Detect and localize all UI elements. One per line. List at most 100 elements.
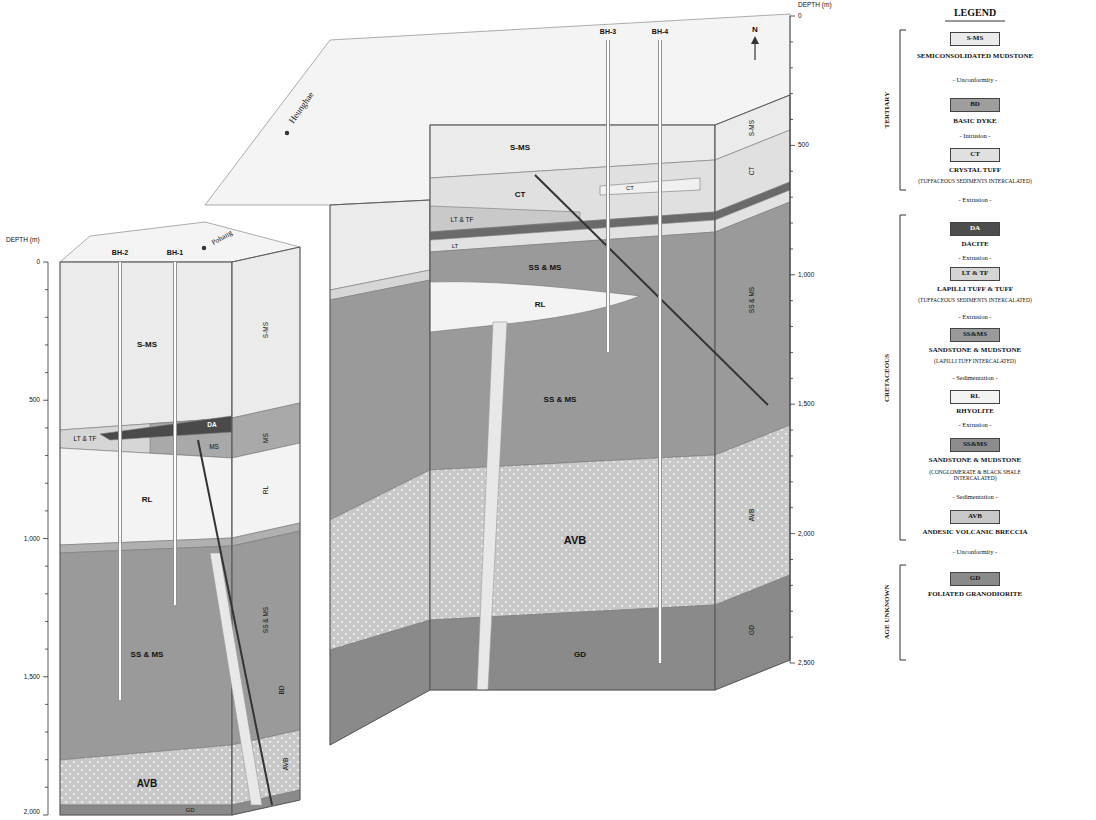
- depth-axis: [45, 704, 48, 705]
- age-label: TERTIARY: [884, 92, 892, 128]
- swatch-code: GD: [970, 575, 981, 583]
- unit-label: S-MS: [137, 341, 157, 350]
- swatch-code: BD: [970, 101, 980, 109]
- depth-axis: [790, 326, 793, 327]
- depth-tick: 2,500: [798, 659, 814, 666]
- north-arrow-label: N: [752, 26, 758, 35]
- depth-axis: [790, 507, 793, 508]
- borehole-line: [658, 40, 662, 663]
- unit-label: CT: [515, 191, 526, 200]
- pohang-block: [60, 745, 232, 805]
- unit-label: S-MS: [748, 120, 755, 136]
- legend-text: FOLIATED GRANODIORITE: [905, 591, 1045, 599]
- pohang-block: [60, 222, 300, 815]
- depth-axis: [43, 400, 48, 401]
- borehole-name: BH-2: [112, 249, 128, 257]
- unit-label: S-MS: [262, 322, 269, 338]
- legend-text: DACITE: [905, 241, 1045, 249]
- north-arrow: [751, 36, 759, 44]
- unit-label: LT & TF: [74, 435, 97, 442]
- depth-axis: [790, 145, 795, 146]
- depth-tick: 1,000: [798, 271, 814, 278]
- town-dot: [202, 246, 206, 250]
- unit-label: LT & TF: [451, 216, 474, 223]
- unit-label: AVB: [282, 757, 289, 772]
- depth-axis: [45, 566, 48, 567]
- unit-label: SS & MS: [748, 287, 755, 313]
- unit-label: BD: [278, 685, 285, 694]
- depth-axis: [790, 171, 793, 172]
- unit-note: (LAPILLI TUFF INTERCALATED): [910, 358, 1040, 364]
- swatch-code: S-MS: [967, 35, 984, 43]
- depth-axis: [790, 404, 795, 405]
- depth-axis: [45, 317, 48, 318]
- borehole-line: [607, 40, 609, 352]
- unit-label: SS & MS: [544, 396, 577, 405]
- unit-label: CT: [626, 185, 634, 192]
- age-relation: - Unconformity -: [910, 76, 1040, 83]
- unit-label: DA: [207, 421, 216, 428]
- unit-label: SS & MS: [131, 651, 164, 660]
- unit-note: (TUFFACEOUS SEDIMENTS INTERCALATED): [910, 297, 1040, 303]
- heunghae-block: [205, 14, 790, 745]
- depth-axis: [45, 455, 48, 456]
- age-relation: - Sedimentation -: [910, 374, 1040, 381]
- unit-label: AVB: [136, 778, 158, 789]
- depth-axis: [790, 378, 793, 379]
- depth-axis: [790, 430, 793, 431]
- age-relation: - Extrusion -: [910, 196, 1040, 203]
- age-label: CRETACEOUS: [884, 354, 892, 402]
- legend-bracket: [900, 565, 906, 660]
- age-relation: - Extrusion -: [910, 421, 1040, 428]
- depth-axis: [790, 455, 793, 456]
- pohang-block: [232, 443, 300, 538]
- depth-tick: 1,000: [24, 535, 40, 542]
- borehole-line: [173, 262, 177, 605]
- swatch-code: LT & TF: [962, 270, 989, 278]
- depth-tick: 1,500: [798, 401, 814, 408]
- unit-label: AVB: [748, 508, 755, 523]
- pohang-block: [60, 448, 232, 545]
- unit-label: GD: [186, 807, 195, 814]
- legend-text: CRYSTAL TUFF: [905, 167, 1045, 175]
- depth-tick: 2,000: [798, 530, 814, 537]
- depth-axis: [43, 262, 48, 815]
- depth-axis: [45, 787, 48, 788]
- depth-axis: [45, 759, 48, 760]
- depth-axis: [790, 223, 793, 224]
- legend-text: SANDSTONE & MUDSTONE: [905, 457, 1045, 465]
- heunghae-block: [430, 605, 715, 690]
- depth-axis: [790, 585, 793, 586]
- pohang-block: [198, 440, 272, 805]
- depth-axis: [45, 344, 48, 345]
- depth-axis: [790, 93, 793, 94]
- swatch-code: SS&MS: [963, 331, 987, 339]
- depth-axis: [45, 483, 48, 484]
- heunghae-block: [715, 425, 790, 605]
- unit-label: AVB: [563, 534, 587, 546]
- heunghae-block: [330, 620, 430, 745]
- unit-label: RL: [535, 301, 546, 310]
- depth-axis: [43, 262, 48, 263]
- pohang-block: [210, 553, 262, 805]
- axis-title: DEPTH (m): [798, 1, 832, 8]
- depth-tick: 500: [798, 142, 809, 149]
- depth-axis: [790, 637, 793, 638]
- pohang-block: [60, 805, 232, 815]
- depth-axis: [43, 676, 48, 677]
- unit-note: (TUFFACEOUS SEDIMENTS INTERCALATED): [910, 178, 1040, 184]
- depth-axis: [45, 510, 48, 511]
- unit-label: CT: [748, 167, 755, 176]
- age-relation: - Unconformity -: [910, 548, 1040, 555]
- swatch-code: RL: [970, 393, 980, 401]
- borehole-line: [174, 262, 176, 605]
- heunghae-block: [430, 455, 715, 620]
- legend-text: ANDESIC VOLCANIC BRECCIA: [905, 529, 1045, 537]
- depth-axis: [790, 67, 793, 68]
- depth-axis: [790, 197, 793, 198]
- heunghae-block: [715, 202, 790, 455]
- unit-label: GD: [574, 651, 586, 660]
- axis-title: DEPTH (m): [6, 236, 40, 243]
- depth-axis: [790, 300, 793, 301]
- depth-axis: [790, 663, 795, 664]
